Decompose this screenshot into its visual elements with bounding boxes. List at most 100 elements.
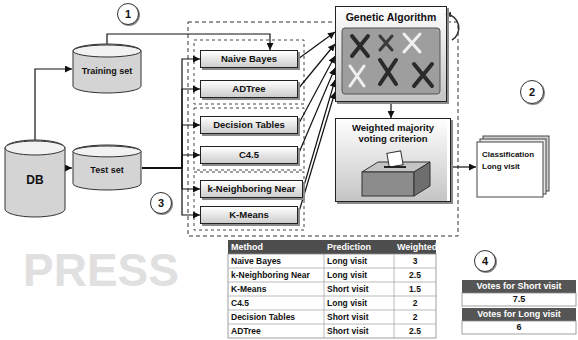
ballot-box-side — [414, 162, 430, 196]
classifier-group-frame — [194, 108, 304, 170]
callout-number: 4 — [474, 250, 496, 272]
panel-fill — [335, 118, 447, 202]
voting-panel: Weighted majority voting criterion — [335, 118, 451, 202]
outer-dashed-frame — [188, 22, 458, 236]
cylinder-top — [73, 45, 141, 57]
cylinder-top — [73, 146, 141, 157]
connector-arrow — [298, 56, 335, 125]
node-text: K-Means — [229, 210, 269, 221]
table-header-cell: Method — [228, 240, 324, 254]
connector-arrow — [142, 59, 200, 168]
panel-fill — [335, 6, 447, 102]
classifier-group-frame — [194, 40, 304, 104]
chromosome — [350, 66, 364, 86]
classification-document: ClassificationLong visit — [476, 136, 550, 198]
table-cell: 2.5 — [394, 268, 436, 282]
node-text: Long visit — [482, 162, 520, 171]
chromosome — [380, 60, 396, 84]
table-cell: 2 — [394, 296, 436, 310]
watermark: PRESS — [20, 244, 220, 296]
connector-arrow — [451, 166, 476, 167]
vote-value-ground — [462, 321, 576, 334]
classifier-group-frame — [194, 172, 304, 230]
table-cell: 2.5 — [394, 324, 436, 338]
connector-arrow — [298, 32, 335, 59]
table-cell: Naive Bayes — [228, 254, 324, 268]
connector-arrow — [35, 69, 72, 140]
classifier-box: k-Neighboring Near — [200, 180, 303, 198]
node-text: Classification — [482, 150, 534, 159]
training-set-cylinder: Training set — [72, 44, 142, 94]
node-text: ADTree — [232, 84, 265, 95]
ballot-box-front — [362, 172, 414, 196]
table-cell: K-Means — [228, 282, 324, 296]
cylinder-body — [73, 145, 141, 190]
node-text: Naive Bayes — [221, 54, 277, 65]
table-cell: 2 — [394, 310, 436, 324]
table-cell: Short visit — [324, 324, 394, 338]
node-text: DB — [26, 174, 43, 188]
connector-arrow — [66, 167, 72, 168]
cylinder-body — [5, 140, 65, 217]
node-text: k-Neighboring Near — [207, 184, 295, 195]
genetic-algorithm-panel: Genetic Algorithm — [335, 6, 447, 102]
cylinder-body — [73, 44, 141, 93]
table-cell: Decision Tables — [228, 310, 324, 324]
cylinder-top — [5, 141, 65, 155]
node-text: Training set — [82, 66, 133, 76]
node-text: Weighted majority voting criterion — [341, 123, 445, 145]
document-page — [477, 142, 543, 197]
table-cell: Long visit — [324, 254, 394, 268]
vote-header-cell: Votes for Long visit — [462, 308, 576, 321]
picture-ground — [342, 28, 440, 94]
connector-arrow — [142, 125, 200, 168]
test-set-cylinder: Test set — [72, 145, 142, 191]
result-table-grid — [228, 240, 436, 338]
chromosome — [352, 36, 368, 56]
chromosome — [414, 64, 432, 86]
table-header-ground — [228, 240, 436, 254]
vote-header-ground — [462, 280, 576, 293]
table-cell: Long visit — [324, 268, 394, 282]
callout-number: 3 — [150, 192, 172, 214]
classifier-box: Decision Tables — [200, 116, 298, 134]
connector-arrow — [142, 155, 200, 168]
ballot-paper — [387, 151, 403, 167]
callout-number: 1 — [125, 8, 131, 21]
callout-number: 4 — [482, 255, 488, 268]
table-header-cell: Weighted — [394, 240, 436, 254]
chromosome — [404, 34, 420, 52]
table-cell: 3 — [394, 254, 436, 268]
connector-arrow — [298, 92, 335, 215]
callout-number: 3 — [158, 197, 164, 210]
connector-arrow — [390, 102, 391, 118]
callout-number: 2 — [520, 80, 544, 104]
cycle-arrow — [446, 14, 459, 40]
classifier-box: K-Means — [200, 206, 298, 224]
table-cell: Short visit — [324, 282, 394, 296]
callout-number: 2 — [529, 86, 535, 99]
classifier-box: C4.5 — [200, 146, 298, 164]
node-text: Decision Tables — [213, 120, 285, 131]
connector-arrow — [142, 168, 200, 189]
ballot-box-picture — [362, 151, 430, 196]
vote-value-ground — [462, 293, 576, 306]
callout-number: 1 — [117, 3, 139, 25]
chromosome-picture — [342, 14, 459, 94]
table-rules — [228, 254, 436, 338]
connector-arrow — [142, 168, 200, 215]
database-cylinder: DB — [4, 140, 66, 218]
vote-header-ground — [462, 308, 576, 321]
chromosome — [380, 36, 392, 50]
table-cell: 1.5 — [394, 282, 436, 296]
ballot-slot — [384, 166, 406, 168]
table-cell: k-Neighboring Near — [228, 268, 324, 282]
connector-arrow — [142, 89, 200, 168]
vote-value-cell: 7.5 — [462, 293, 576, 306]
vote-table-grid — [462, 280, 576, 334]
classifier-box: Naive Bayes — [200, 50, 298, 68]
connector-arrow — [303, 80, 335, 189]
classifier-box: ADTree — [200, 80, 298, 98]
node-text: C4.5 — [239, 150, 259, 161]
